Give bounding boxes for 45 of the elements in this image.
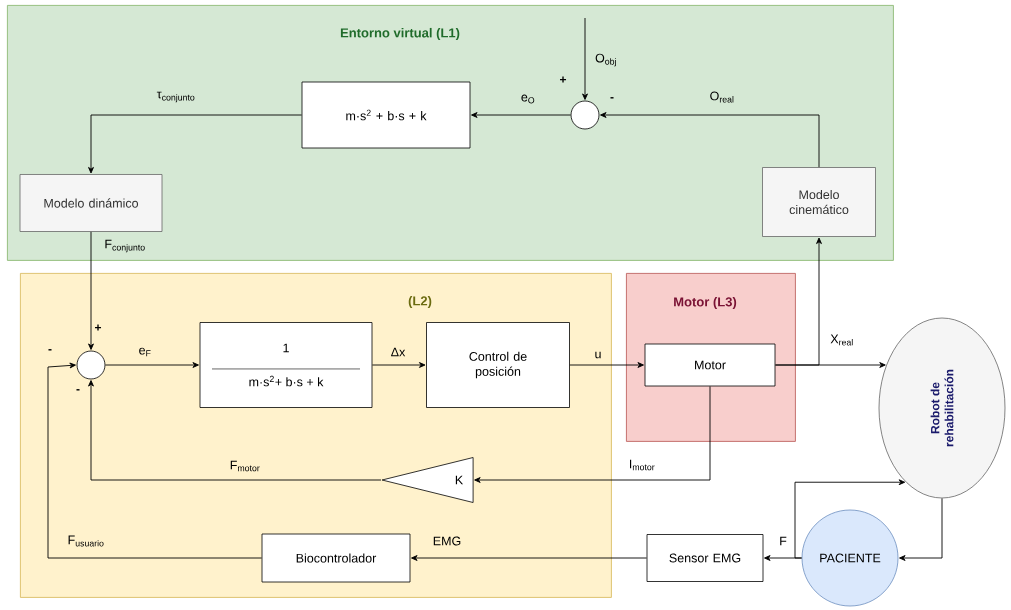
arrow: [104, 362, 199, 368]
arrow: [88, 114, 303, 174]
edge-label: τ$_{conjunto}$: [156, 91, 195, 103]
transfer-function-box: 1 m·s$^{2}$+ b·s + k: [199, 322, 373, 408]
summing-junction: [76, 350, 106, 380]
sign-label: +: [560, 76, 567, 83]
block-box: Control de posición: [426, 322, 570, 408]
edge-label: e$_{O}$: [521, 94, 535, 104]
edge-label: O$_{real}$: [710, 91, 734, 103]
edge-label: u: [595, 351, 601, 359]
arrow: [582, 17, 588, 100]
arrow: [411, 555, 648, 561]
summing-junction: [570, 100, 600, 130]
arrow: [774, 237, 822, 366]
block-box: Sensor EMG: [646, 534, 764, 582]
edge-label: X$_{real}$: [830, 334, 853, 346]
arrow: [88, 231, 94, 350]
edge-label: e$_{F}$: [139, 347, 151, 357]
edge-label: EMG: [433, 536, 461, 546]
arrow: [600, 112, 820, 168]
block-box: Motor: [644, 343, 776, 387]
block-box: Biocontrolador: [261, 533, 411, 583]
block-box: Modelo cinemático: [762, 167, 876, 237]
block-box: Modelo dinámico: [19, 174, 163, 232]
arrow: [371, 362, 426, 368]
arrow: [47, 362, 263, 559]
arrow: [471, 112, 572, 118]
sign-label: +: [95, 324, 101, 331]
edge-label: I$_{motor}$: [630, 459, 655, 471]
sign-label: -: [48, 349, 52, 351]
edge-label: O$_{obj}$: [595, 53, 616, 67]
sign-label: -: [610, 97, 614, 99]
arrow: [569, 362, 644, 368]
edge-label: F: [780, 536, 787, 546]
arrow: [899, 497, 943, 561]
arrow: [88, 380, 382, 481]
edge-label: F$_{usuario}$: [68, 535, 104, 547]
sign-label: -: [76, 389, 80, 391]
edge-label: Δx: [391, 347, 406, 357]
gain-triangle: K: [381, 457, 474, 503]
edge-label: F$_{conjunto}$: [105, 239, 145, 253]
arrow: [794, 479, 906, 559]
block-box: m·s$^{2}$ + b·s + k: [301, 81, 471, 149]
arrow: [474, 385, 711, 483]
edge-label: F$_{motor}$: [230, 460, 260, 472]
